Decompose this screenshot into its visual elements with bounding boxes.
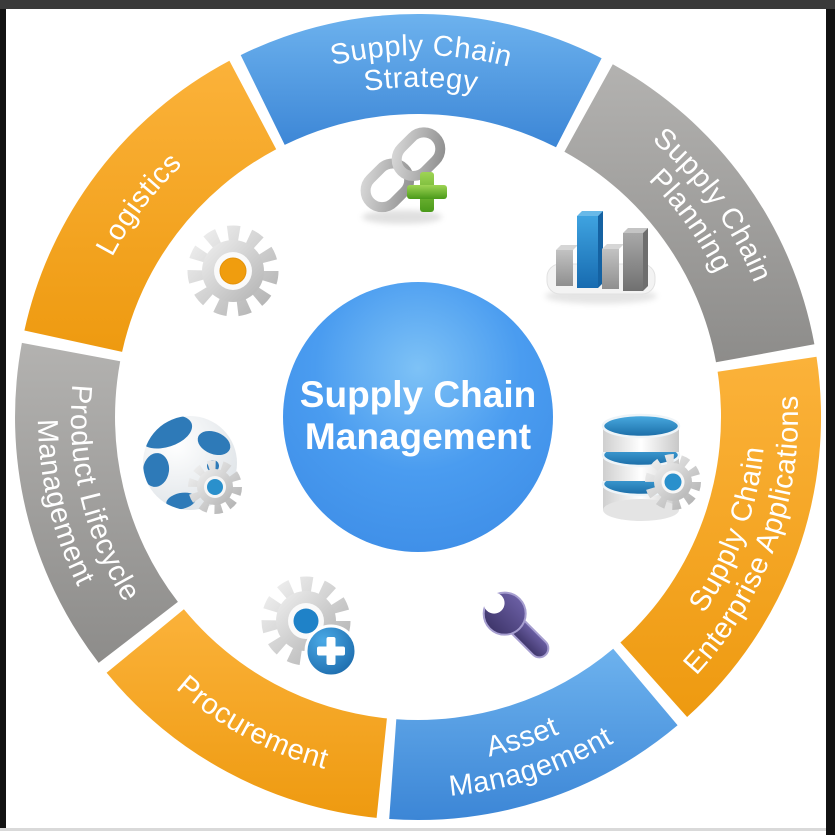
segment-logistics <box>24 60 277 352</box>
wrench-icon <box>482 591 550 659</box>
gear-icon <box>645 454 701 510</box>
segment-supply-chain-enterprise-applications <box>620 356 822 717</box>
plus-badge-icon <box>304 624 358 678</box>
gear-orange-icon <box>187 225 279 317</box>
globe-gear-icon <box>143 416 242 514</box>
center-title-line-1: Supply Chain <box>300 374 536 415</box>
segment-supply-chain-strategy <box>240 13 602 148</box>
gear-plus-icon <box>261 576 358 678</box>
bottom-border-line <box>0 828 826 831</box>
left-border-bar <box>0 9 6 831</box>
chain-icon-shadow <box>362 210 442 224</box>
plus-icon <box>407 172 447 212</box>
right-border-bar <box>826 9 835 835</box>
center-circle <box>283 282 553 552</box>
gear-icon <box>188 460 242 514</box>
segment-procurement <box>106 609 387 818</box>
wheel-segments <box>15 13 822 821</box>
segment-product-lifecycle-management <box>15 342 178 663</box>
top-border-bar <box>0 0 835 9</box>
segment-asset-management <box>389 648 678 821</box>
center-title-line-2: Management <box>305 416 531 457</box>
segment-supply-chain-planning <box>564 64 815 363</box>
segment-label-supply-chain-strategy-line-2: Strategy <box>362 62 481 99</box>
chain-link-plus-icon <box>360 127 447 224</box>
bar-chart-icon <box>545 211 657 304</box>
database-gear-icon <box>601 413 701 521</box>
